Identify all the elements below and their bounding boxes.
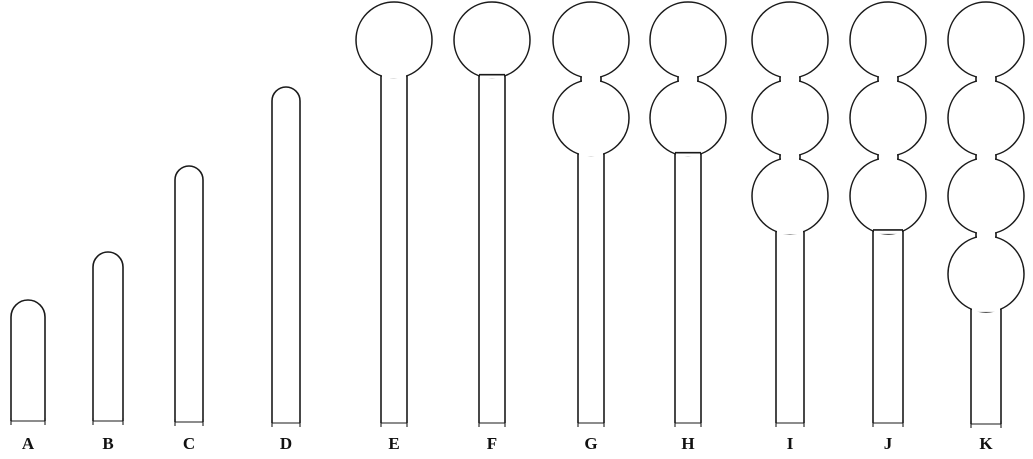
neck-fill xyxy=(679,66,697,88)
neck-fill xyxy=(781,66,799,88)
tube-stem xyxy=(775,229,805,423)
tube-stem xyxy=(970,307,1002,424)
tube-body xyxy=(92,251,124,421)
figure-label: D xyxy=(280,434,292,453)
tube-figure-h: H xyxy=(649,1,727,453)
tube-stem xyxy=(380,73,408,423)
figure-label: C xyxy=(183,434,195,453)
figure-label: J xyxy=(884,434,893,453)
neck-fill xyxy=(879,66,897,88)
tube-body xyxy=(10,299,46,421)
figure-label: E xyxy=(388,434,399,453)
neck-fill xyxy=(977,222,995,244)
neck-fill xyxy=(781,144,799,166)
tube-stem xyxy=(478,73,506,423)
tube-body xyxy=(174,165,204,422)
tube-body xyxy=(271,86,301,423)
tube-figure-i: I xyxy=(751,1,829,453)
neck-fill xyxy=(879,144,897,166)
neck-fill xyxy=(582,66,600,88)
stem-fill xyxy=(676,142,700,157)
neck-fill xyxy=(977,144,995,166)
stem-fill xyxy=(874,219,902,234)
tube-figure-g: G xyxy=(552,1,630,453)
neck-fill xyxy=(977,66,995,88)
figure-label: H xyxy=(681,434,694,453)
tube-figure-a: A xyxy=(10,299,46,453)
tube-figure-e: E xyxy=(355,1,433,453)
tube-figure-b: B xyxy=(92,251,124,453)
figure-label: G xyxy=(584,434,597,453)
tube-stem xyxy=(577,151,605,423)
figure-label: F xyxy=(487,434,497,453)
stem-fill xyxy=(579,142,603,157)
figure-label: A xyxy=(22,434,35,453)
stem-fill xyxy=(382,64,406,79)
tube-stem xyxy=(674,151,702,423)
stem-fill xyxy=(777,220,803,235)
tube-figure-k: K xyxy=(947,1,1025,453)
tube-stem xyxy=(872,229,904,423)
tube-figure-c: C xyxy=(174,165,204,453)
tube-figure-d: D xyxy=(271,86,301,453)
figure-label: B xyxy=(102,434,113,453)
tube-figure-f: F xyxy=(453,1,531,453)
tube-figure-j: J xyxy=(849,1,927,453)
figure-label: K xyxy=(979,434,993,453)
stem-fill xyxy=(972,297,1000,312)
figure-label: I xyxy=(787,434,794,453)
stem-fill xyxy=(480,64,504,79)
